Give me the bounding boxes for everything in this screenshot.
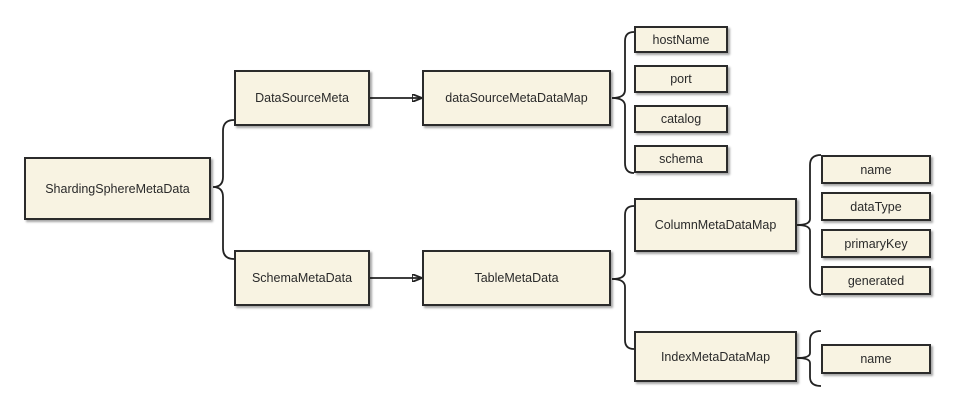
column-map-brace	[796, 154, 822, 296]
node-sharding-sphere-metadata: ShardingSphereMetaData	[24, 157, 211, 220]
index-map-brace	[796, 330, 822, 387]
field-schema: schema	[634, 145, 728, 173]
node-index-metadata-map: IndexMetaDataMap	[634, 331, 797, 382]
field-primary-key: primaryKey	[821, 229, 931, 258]
root-brace	[212, 119, 235, 260]
node-data-source-metadata-map: dataSourceMetaDataMap	[422, 70, 611, 126]
field-catalog: catalog	[634, 105, 728, 133]
node-schema-metadata: SchemaMetaData	[234, 250, 370, 306]
table-brace	[611, 205, 635, 350]
field-host-name: hostName	[634, 26, 728, 53]
field-index-name: name	[821, 344, 931, 374]
field-generated: generated	[821, 266, 931, 295]
datasource-map-brace	[611, 31, 635, 174]
node-column-metadata-map: ColumnMetaDataMap	[634, 198, 797, 252]
node-table-metadata: TableMetaData	[422, 250, 611, 306]
node-data-source-meta: DataSourceMeta	[234, 70, 370, 126]
field-port: port	[634, 65, 728, 93]
field-column-name: name	[821, 155, 931, 184]
field-data-type: dataType	[821, 192, 931, 221]
